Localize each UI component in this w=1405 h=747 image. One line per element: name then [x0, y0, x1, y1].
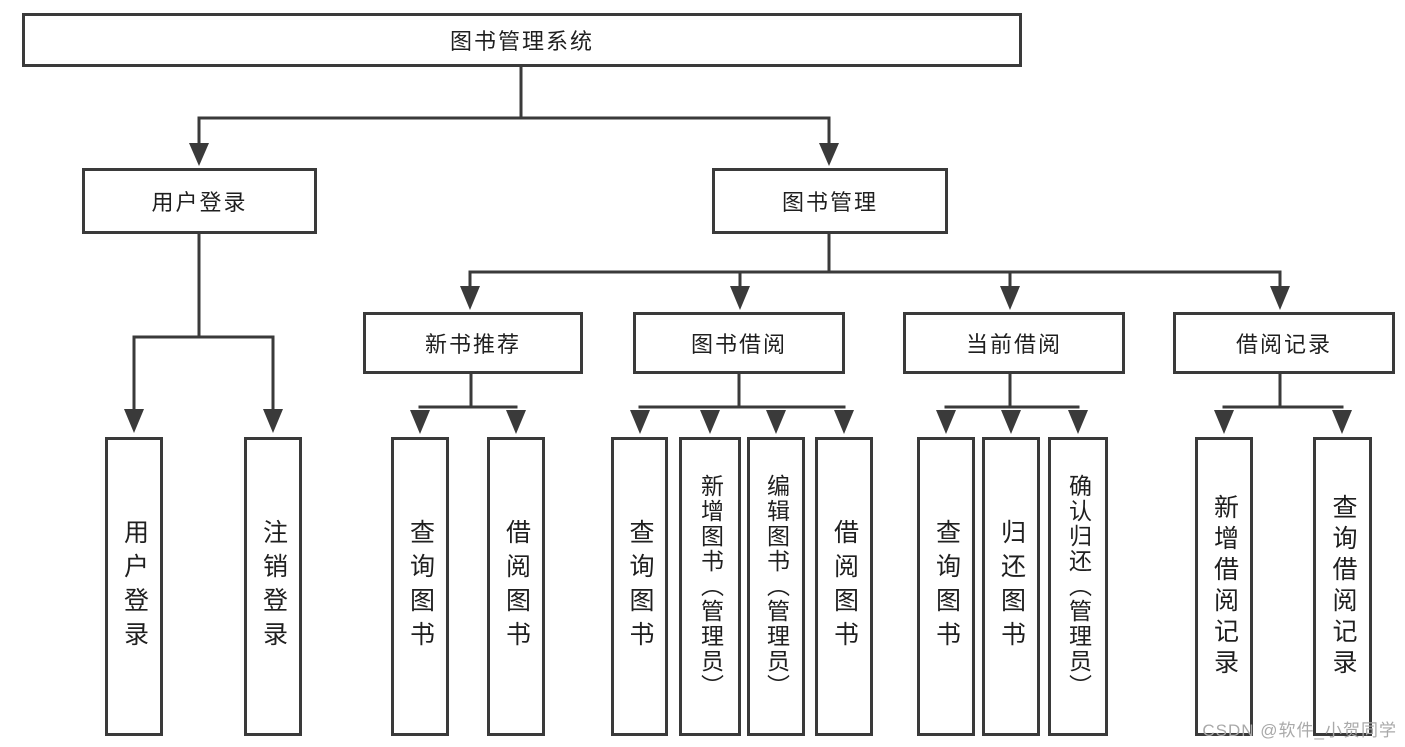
edge-book-borrow-to-children — [630, 372, 854, 434]
edge-current-borrow-to-children — [936, 372, 1088, 434]
leaf-edit-book: 编辑图书（管理员） — [747, 437, 805, 736]
leaf-query-book-1: 查询图书 — [391, 437, 449, 736]
node-new-book-rec: 新书推荐 — [363, 312, 583, 374]
csdn-watermark: CSDN @软件_小贺同学 — [1202, 721, 1397, 740]
leaf-add-record: 新增借阅记录 — [1195, 437, 1253, 736]
leaf-query-book-3: 查询图书 — [917, 437, 975, 736]
edge-user-login-to-children — [124, 232, 283, 433]
node-current-borrow: 当前借阅 — [903, 312, 1125, 374]
leaf-logout: 注销登录 — [244, 437, 302, 736]
leaf-query-book-2: 查询图书 — [611, 437, 668, 736]
leaf-borrow-book-2: 借阅图书 — [815, 437, 873, 736]
node-root: 图书管理系统 — [22, 13, 1022, 67]
leaf-add-book: 新增图书（管理员） — [679, 437, 741, 736]
edge-book-mgmt-to-children — [460, 232, 1290, 310]
node-borrow-records: 借阅记录 — [1173, 312, 1395, 374]
edge-borrow-records-to-children — [1214, 372, 1352, 434]
leaf-confirm-return: 确认归还（管理员） — [1048, 437, 1108, 736]
edge-new-book-rec-to-children — [410, 372, 526, 434]
leaf-return-book: 归还图书 — [982, 437, 1040, 736]
leaf-query-record: 查询借阅记录 — [1313, 437, 1372, 736]
leaf-user-login: 用户登录 — [105, 437, 163, 736]
node-user-login: 用户登录 — [82, 168, 317, 234]
node-book-mgmt: 图书管理 — [712, 168, 948, 234]
edge-root-to-children — [189, 64, 839, 166]
leaf-borrow-book-1: 借阅图书 — [487, 437, 545, 736]
node-book-borrow: 图书借阅 — [633, 312, 845, 374]
